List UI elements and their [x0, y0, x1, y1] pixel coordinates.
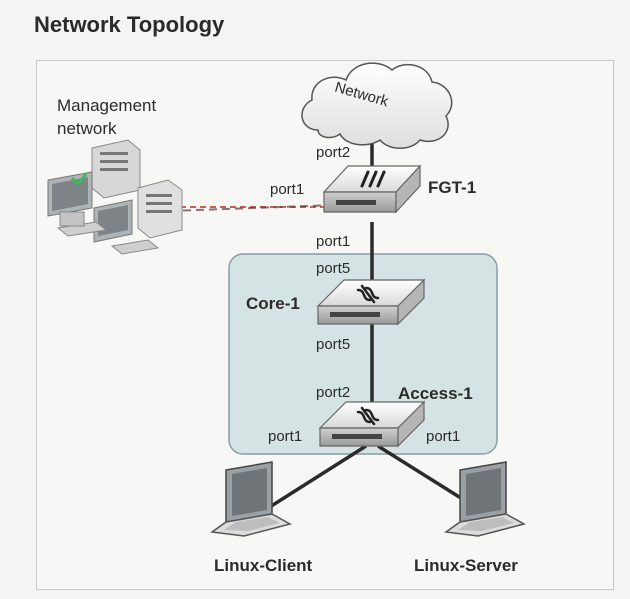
access-port-right-label: port1: [426, 428, 461, 445]
firewall-icon: [322, 164, 422, 214]
management-network-label: Management: [57, 96, 157, 115]
linux-server-label: Linux-Server: [414, 556, 518, 575]
switch-icon: [318, 400, 426, 448]
laptop-icon: [444, 461, 527, 537]
server-rack-icon: [47, 139, 183, 255]
fgt-port-up-label: port2: [316, 144, 351, 161]
mgmt-link: [169, 204, 337, 212]
switch-zone: [228, 253, 498, 455]
cloud-icon: [301, 62, 453, 149]
switch-icon: [316, 278, 426, 326]
laptop-icon: [210, 461, 293, 537]
fgt-port-left-label: port1: [270, 181, 305, 198]
access-name-label: Access-1: [398, 384, 473, 403]
management-network-label-line2: network: [57, 119, 117, 138]
fgt-port-down-label: port1: [316, 233, 351, 250]
access-port-up-label: port2: [316, 384, 351, 401]
link-access-client: [264, 444, 367, 512]
core-name-label: Core-1: [246, 294, 300, 313]
core-port-up-label: port5: [316, 260, 351, 277]
fgt-name-label: FGT-1: [428, 178, 477, 197]
page-title: Network Topology: [34, 12, 225, 37]
core-port-down-label: port5: [316, 336, 351, 353]
access-port-left-label: port1: [268, 428, 303, 445]
linux-client-label: Linux-Client: [214, 556, 313, 575]
